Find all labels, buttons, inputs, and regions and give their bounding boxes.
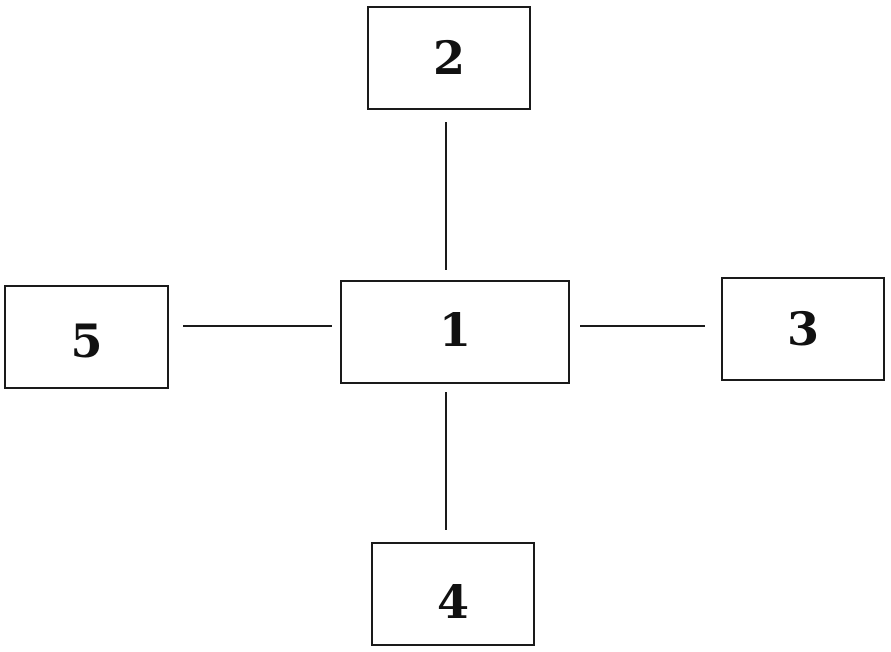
node-4-box: 4 bbox=[371, 542, 535, 646]
node-2-label: 2 bbox=[433, 35, 465, 81]
node-3-box: 3 bbox=[721, 277, 885, 381]
node-4-label: 4 bbox=[437, 579, 469, 625]
node-3-label: 3 bbox=[787, 306, 819, 352]
node-2-box: 2 bbox=[367, 6, 531, 110]
node-5-label: 5 bbox=[70, 318, 102, 364]
node-1-label: 1 bbox=[439, 307, 471, 353]
node-1-box: 1 bbox=[340, 280, 570, 384]
node-5-box: 5 bbox=[4, 285, 169, 389]
